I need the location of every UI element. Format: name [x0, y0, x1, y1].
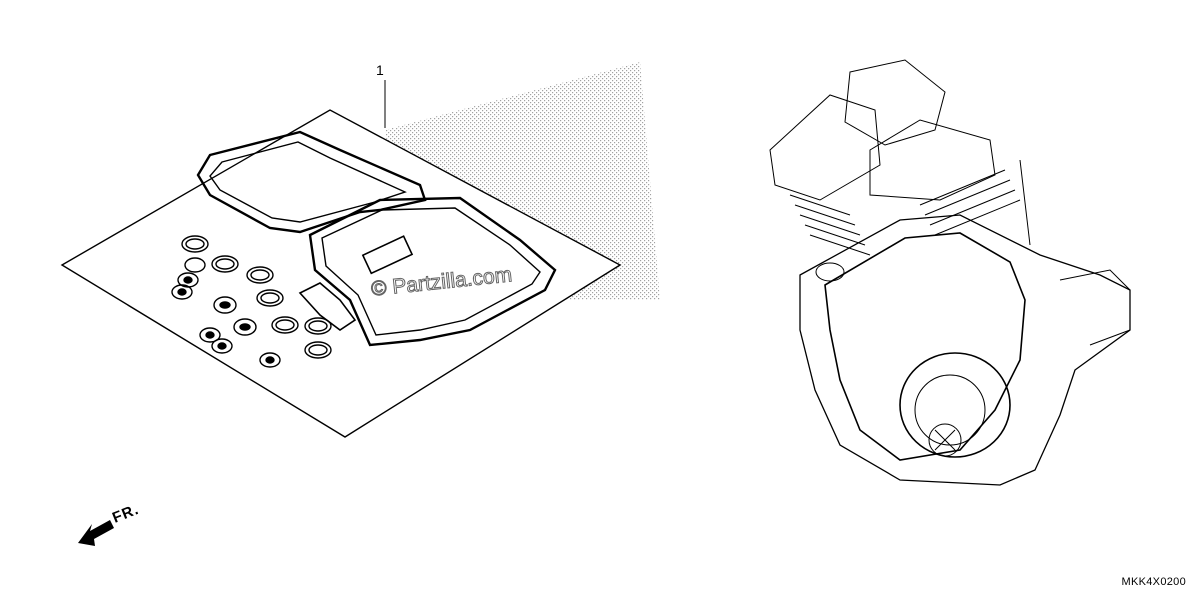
washers [171, 272, 281, 368]
oil-pan-gasket [308, 196, 557, 347]
cylinder-head-rear [844, 59, 946, 146]
oil-pan-gasket-inner [321, 207, 541, 336]
crankcase [799, 214, 1131, 486]
cylinder-head-front [869, 119, 996, 201]
engine-assembly [769, 59, 1131, 486]
oil-filler-cap [815, 262, 845, 282]
cylinder-gasket [196, 130, 427, 234]
o-rings [181, 235, 332, 359]
cylinder-fins [789, 159, 1031, 256]
crankcase-gasket-line [824, 232, 1026, 461]
side-cover [1059, 269, 1131, 346]
arrow-left-down-icon [78, 520, 114, 546]
gasket-kit[interactable] [60, 80, 622, 438]
cover-gasket [361, 235, 414, 275]
callout-number: 1 [376, 62, 384, 78]
diagram-code: MKK4X0200 [1121, 576, 1186, 588]
gasket-sheet [60, 109, 622, 438]
cylinder-head-left [769, 94, 881, 201]
clutch-cover [899, 352, 1011, 458]
cylinder-gasket-inner [209, 141, 407, 223]
inspection-cap-slot [934, 429, 956, 451]
seal-gasket [298, 282, 357, 331]
inspection-cap [928, 423, 962, 457]
